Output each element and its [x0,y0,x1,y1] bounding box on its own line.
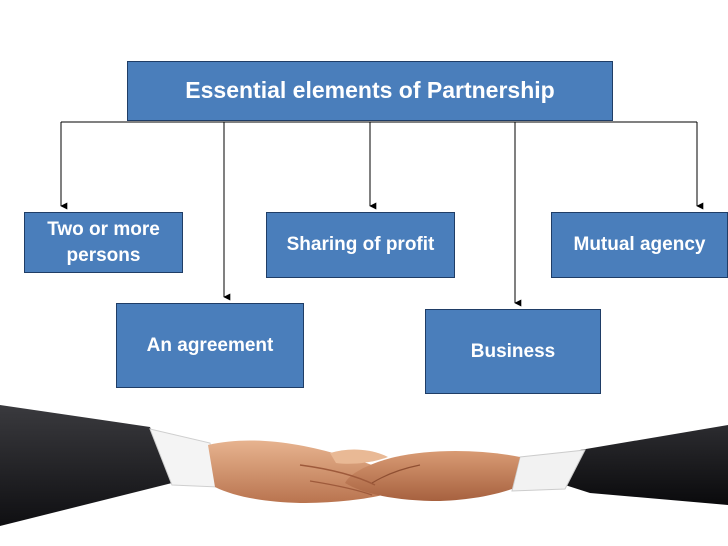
node-label: An agreement [146,334,274,356]
node-mutual-agency: Mutual agency [551,212,728,278]
node-two-or-more-persons: Two or more persons [24,212,183,273]
title-text: Essential elements of Partnership [185,77,555,104]
node-business: Business [425,309,601,394]
title-box: Essential elements of Partnership [127,61,613,121]
handshake-icon [0,405,728,526]
node-sharing-of-profit: Sharing of profit [266,212,455,278]
node-label: Two or more persons [47,218,160,266]
node-label: Sharing of profit [286,234,435,256]
node-label: Mutual agency [573,234,706,256]
node-label: Business [470,340,556,362]
node-an-agreement: An agreement [116,303,304,388]
